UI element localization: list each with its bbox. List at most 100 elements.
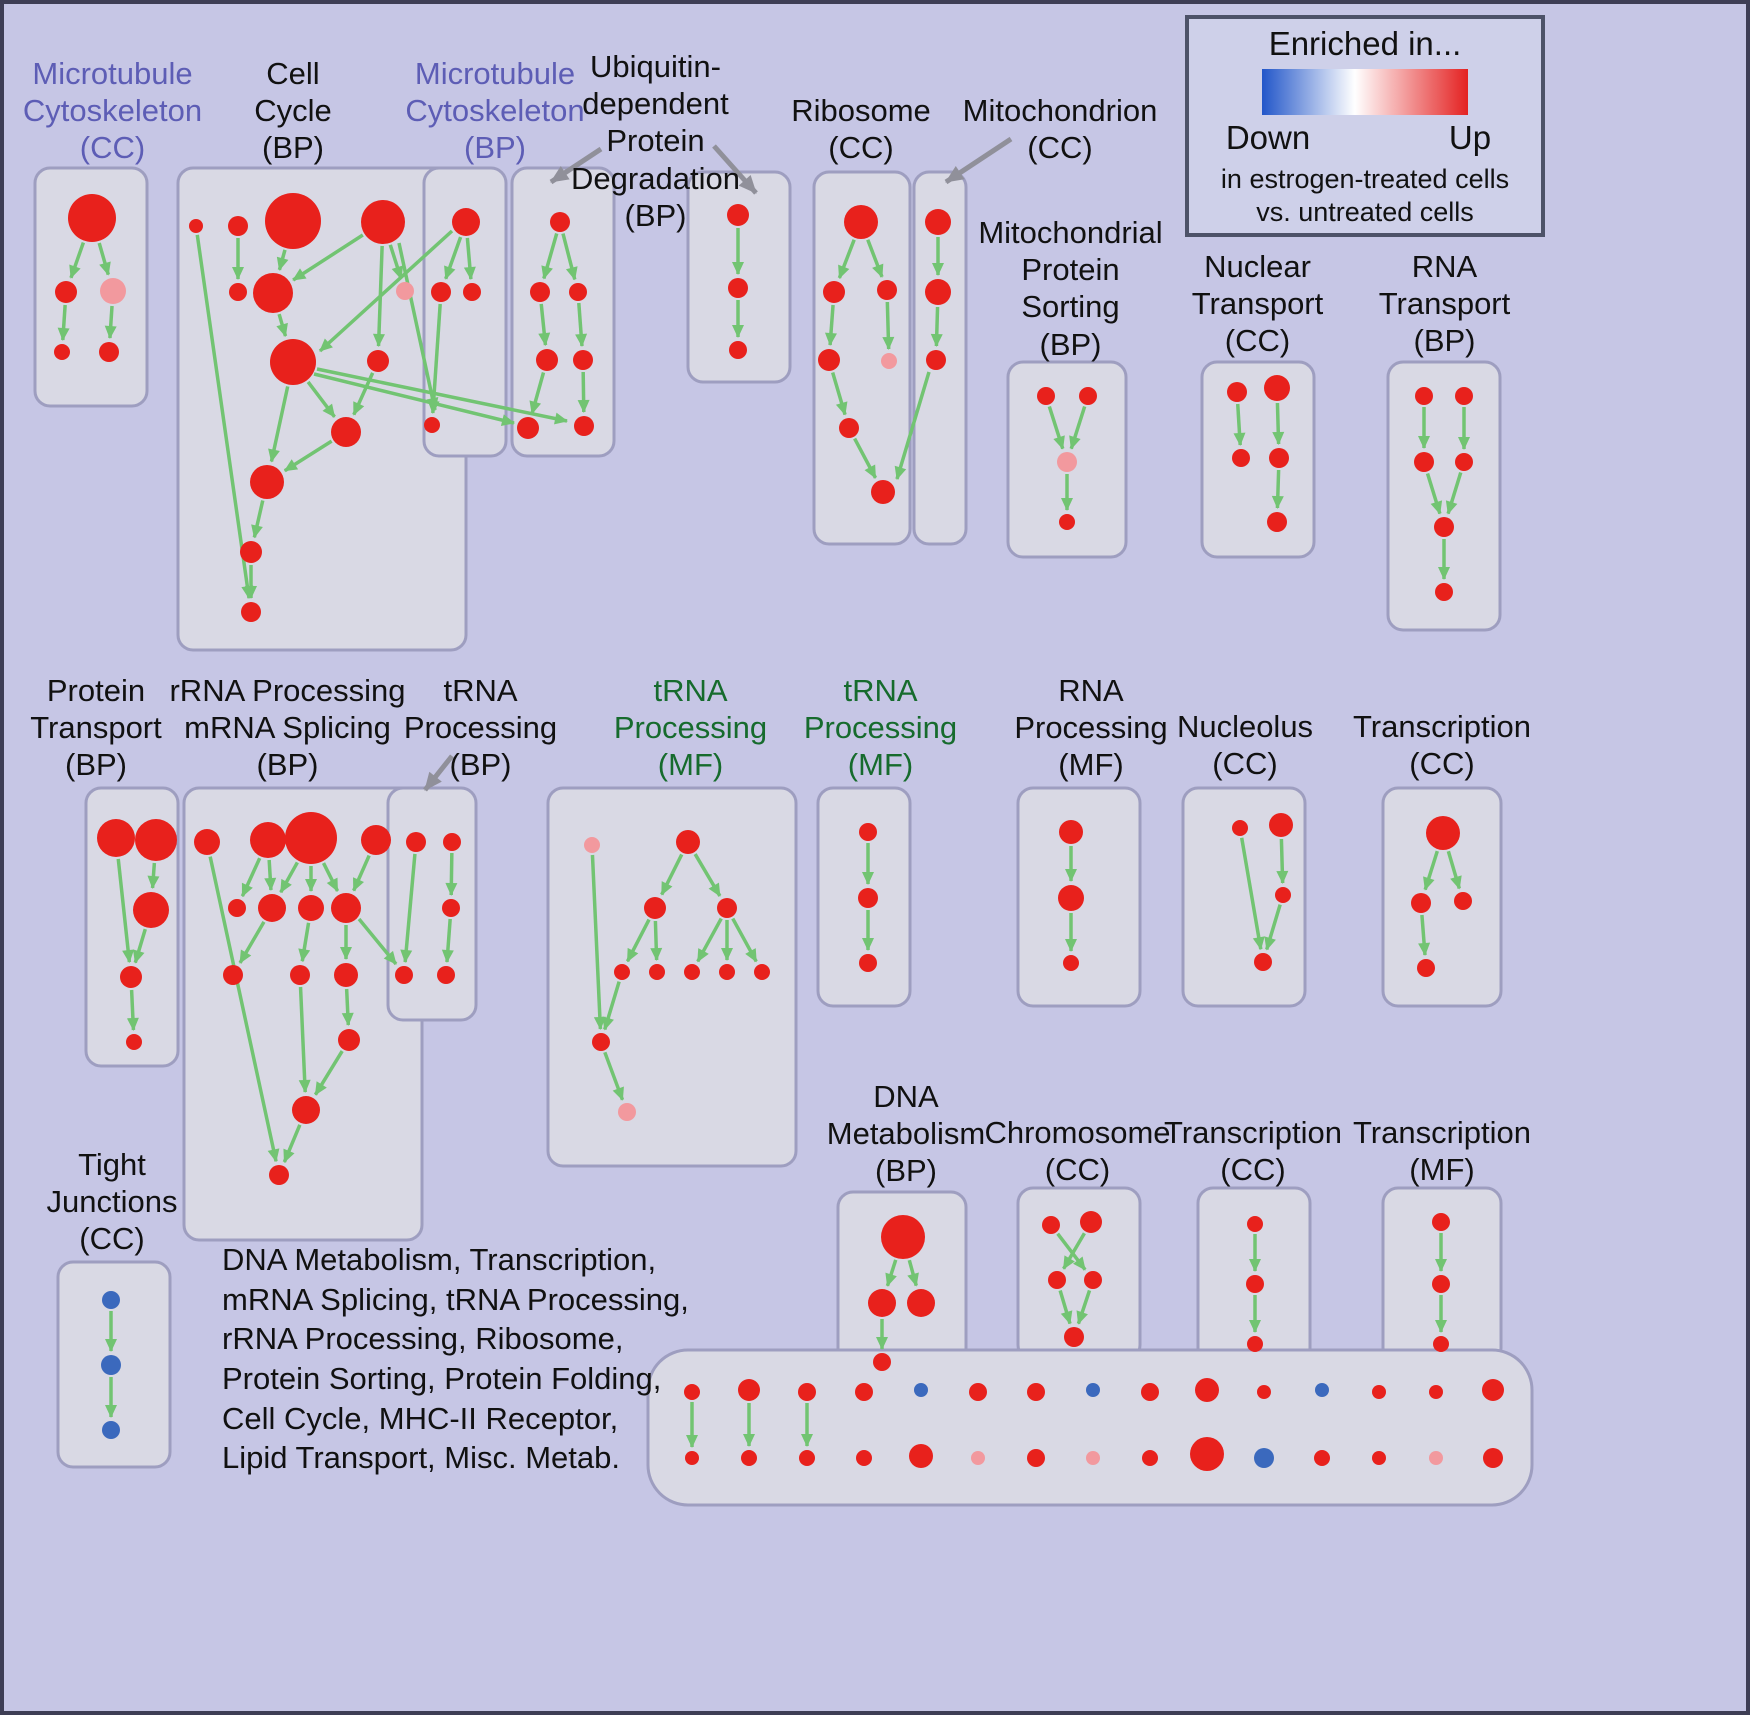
relationship-edge [1056, 1232, 1087, 1271]
label-pointer-arrow [549, 146, 603, 185]
go-term-node [290, 965, 310, 985]
relationship-edge [69, 241, 86, 279]
label-nucleolus-cc: Nucleolus (CC) [1176, 709, 1314, 782]
relationship-edge [907, 1259, 919, 1287]
go-term-node [223, 965, 243, 985]
cluster-box-mixed-terms [646, 1348, 1534, 1507]
go-term-node [909, 1444, 933, 1468]
cross-cluster-edge [318, 229, 454, 353]
go-term-node [133, 892, 169, 928]
relationship-edge [57, 304, 70, 342]
relationship-edge [268, 386, 290, 463]
relationship-edge [238, 920, 266, 964]
go-term-node [1232, 820, 1248, 836]
label-transcription-cc-upper: Transcription (CC) [1352, 709, 1532, 782]
go-term-node [1269, 448, 1289, 468]
go-term-node [99, 342, 119, 362]
label-pointer-arrow [712, 144, 758, 195]
go-term-node [1372, 1451, 1386, 1465]
go-term-node [1414, 452, 1434, 472]
go-term-node [463, 283, 481, 301]
go-term-node [1314, 1450, 1330, 1466]
label-rrna-processing-mrna-splicing-bp: rRNA Processing mRNA Splicing (BP) [169, 673, 406, 783]
go-term-node [858, 888, 878, 908]
go-term-node [258, 894, 286, 922]
relationship-edge [1271, 469, 1284, 510]
go-term-node [1086, 1451, 1100, 1465]
go-term-node [367, 350, 389, 372]
go-term-node [1432, 1275, 1450, 1293]
relationship-edge [321, 862, 340, 892]
go-term-node [871, 480, 895, 504]
go-term-node [1257, 1385, 1271, 1399]
relationship-edge [276, 313, 288, 338]
go-term-node [1063, 955, 1079, 971]
relationship-edge [1233, 403, 1246, 447]
go-term-node [1037, 387, 1055, 405]
go-term-node [971, 1451, 985, 1465]
go-term-node [253, 273, 293, 313]
go-term-node [839, 418, 859, 438]
go-term-node [907, 1289, 935, 1317]
go-term-node [685, 1451, 699, 1465]
go-term-node [881, 353, 897, 369]
cluster-box-nucleolus-cc [1181, 786, 1307, 1008]
relationship-edge [147, 862, 160, 890]
go-term-node [228, 216, 248, 236]
go-term-node [926, 350, 946, 370]
go-term-node [1079, 387, 1097, 405]
go-term-node [1195, 1378, 1219, 1402]
relationship-edge [1425, 472, 1443, 515]
go-term-node [1048, 1271, 1066, 1289]
label-pointer-arrow [423, 754, 454, 792]
go-term-node [1190, 1437, 1224, 1471]
relationship-edge [306, 380, 336, 418]
relationship-edge [97, 242, 111, 276]
go-term-node [1247, 1336, 1263, 1352]
legend-title: Enriched in... [1268, 25, 1462, 62]
go-term-node [442, 899, 460, 917]
relationship-edge [882, 301, 895, 351]
relationship-edge [240, 857, 262, 898]
go-term-node [574, 416, 594, 436]
go-term-node [1432, 1213, 1450, 1231]
go-term-node [228, 899, 246, 917]
relationship-edge [282, 1124, 302, 1163]
cluster-box-ribosome-cc [812, 170, 912, 546]
go-term-node [424, 417, 440, 433]
go-term-node [270, 339, 316, 385]
relationship-edge [341, 988, 354, 1027]
relationship-edge [885, 1259, 898, 1287]
go-term-node [592, 1033, 610, 1051]
go-term-node [1454, 892, 1472, 910]
relationship-edge [444, 236, 463, 280]
go-term-node [250, 822, 286, 858]
label-transcription-mf: Transcription (MF) [1352, 1115, 1532, 1188]
go-term-node [1417, 959, 1435, 977]
legend-gradient-bar [1262, 69, 1468, 115]
cluster-box-nuclear-transport-cc [1200, 360, 1316, 559]
go-term-node [1027, 1449, 1045, 1467]
go-term-node [684, 1384, 700, 1400]
go-term-node [798, 1383, 816, 1401]
go-term-node [530, 282, 550, 302]
label-ribosome-cc: Ribosome (CC) [791, 93, 931, 166]
go-term-node [569, 283, 587, 301]
relationship-edge [445, 852, 458, 897]
go-term-node [229, 283, 247, 301]
relationship-edge [603, 1051, 625, 1101]
go-term-node [194, 829, 220, 855]
go-term-node [1080, 1211, 1102, 1233]
go-term-node [550, 212, 570, 232]
go-term-node [120, 966, 142, 988]
cross-cluster-edge [397, 242, 439, 411]
label-cell-cycle-bp: Cell Cycle (BP) [254, 56, 332, 166]
relationship-edge [590, 854, 606, 1031]
relationship-edge [132, 928, 147, 964]
go-term-node [285, 812, 337, 864]
relationship-edge [561, 233, 578, 281]
relationship-edge [1239, 837, 1265, 951]
go-term-node [1042, 1216, 1060, 1234]
cross-cluster-edge [313, 372, 515, 426]
go-term-node [618, 1103, 636, 1121]
